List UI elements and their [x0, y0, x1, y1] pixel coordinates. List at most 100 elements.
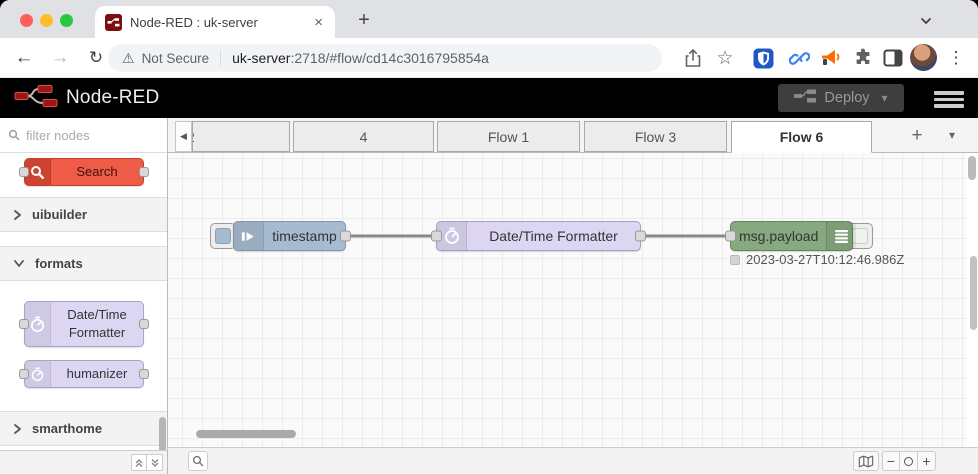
collapse-all-button[interactable] — [131, 454, 147, 471]
flow-tab-4[interactable]: 4 — [293, 121, 434, 152]
filter-search-icon — [8, 129, 20, 141]
palette-category-formats[interactable]: formats — [0, 246, 167, 281]
new-tab-button[interactable]: + — [358, 9, 370, 31]
inject-trigger-button[interactable] — [210, 223, 236, 249]
status-dot-icon — [730, 254, 740, 265]
app-title: Node-RED — [66, 87, 160, 108]
output-port[interactable] — [340, 230, 351, 242]
zoom-reset-button[interactable] — [900, 451, 918, 471]
link-extension-icon[interactable] — [786, 45, 812, 71]
flow-canvas[interactable]: timestamp Date/Time Formatter — [168, 153, 966, 447]
megaphone-extension-icon[interactable] — [818, 45, 844, 71]
palette-sidebar: Search uibuilder formats — [0, 118, 168, 474]
status-text: 2023-03-27T10:12:46.986Z — [746, 252, 905, 267]
inject-arrow-icon — [234, 222, 264, 250]
flow-tab-label: Flow 3 — [634, 128, 677, 145]
bookmark-star-icon[interactable]: ☆ — [716, 47, 734, 69]
node-red-header: Node-RED Deploy ▾ — [0, 78, 978, 118]
bitwarden-extension-icon[interactable] — [750, 45, 776, 71]
main-menu-icon[interactable] — [934, 88, 964, 111]
warning-icon: ⚠ — [122, 49, 135, 66]
palette-node-label: Date/Time Formatter — [67, 306, 127, 340]
flow-tabbar: ◀ 2 4 Flow 1 Flow 3 Flow 6 + ▾ — [168, 118, 978, 153]
timer-icon — [437, 222, 467, 250]
flow-tab-flow3[interactable]: Flow 3 — [584, 121, 727, 152]
category-label: smarthome — [32, 421, 103, 436]
node-label: msg.payload — [739, 228, 819, 244]
wires — [348, 234, 728, 238]
minimap-toggle-button[interactable] — [853, 451, 879, 471]
timer-icon — [25, 302, 51, 346]
palette-node-label: Search — [76, 163, 118, 179]
url-path: :2718/#flow/cd14c3016795854a — [290, 50, 489, 66]
flow-tab-partial[interactable]: 2 — [192, 121, 290, 152]
palette-category-smarthome[interactable]: smarthome — [0, 411, 167, 446]
chevron-right-icon — [14, 423, 21, 434]
share-icon[interactable] — [680, 45, 706, 71]
tab-close-icon[interactable]: × — [314, 13, 323, 31]
browser-menu-icon[interactable]: ⋮ — [947, 48, 965, 67]
flow-tab-flow6-active[interactable]: Flow 6 — [731, 121, 872, 153]
sidepanel-icon[interactable] — [880, 45, 906, 71]
input-port — [19, 369, 29, 379]
canvas-vertical-scrollbar[interactable] — [968, 156, 976, 180]
flow-list-caret-icon[interactable]: ▾ — [948, 128, 956, 142]
browser-toolbar: ← → ↻ ⚠ Not Secure uk-server:2718/#flow/… — [0, 38, 978, 78]
flow-tab-label: 2 — [193, 129, 195, 145]
node-red-favicon — [105, 13, 122, 31]
output-port[interactable] — [635, 230, 646, 242]
timer-icon — [25, 361, 51, 387]
address-bar[interactable]: ⚠ Not Secure uk-server:2718/#flow/cd14c3… — [108, 44, 662, 72]
zoom-reset-icon — [904, 456, 913, 466]
flow-tab-label: 4 — [359, 128, 368, 145]
tab-scroll-left-button[interactable]: ◀ — [175, 121, 192, 152]
flow-tab-flow1[interactable]: Flow 1 — [437, 121, 580, 152]
expand-all-button[interactable] — [147, 454, 163, 471]
node-inject-timestamp[interactable]: timestamp — [233, 221, 351, 251]
node-red-main: Search uibuilder formats — [0, 118, 978, 474]
macos-close-button[interactable] — [20, 14, 33, 27]
palette-node-datetime-formatter[interactable]: Date/Time Formatter — [19, 301, 149, 347]
output-port — [139, 167, 149, 177]
input-port[interactable] — [431, 230, 442, 242]
chevron-down-icon — [14, 260, 24, 267]
double-chevron-up-icon — [135, 458, 143, 467]
node-debug-msg-payload[interactable]: msg.payload — [725, 221, 857, 251]
deploy-button[interactable]: Deploy ▾ — [778, 84, 904, 112]
workspace: ◀ 2 4 Flow 1 Flow 3 Flow 6 + ▾ — [168, 118, 978, 474]
url-host: uk-server — [232, 50, 291, 66]
zoom-out-button[interactable]: − — [882, 451, 900, 471]
inject-button-inner — [215, 228, 231, 244]
back-icon[interactable]: ← — [14, 47, 34, 68]
search-icon — [192, 455, 204, 467]
extensions-puzzle-icon[interactable] — [850, 45, 876, 71]
browser-tab[interactable]: Node-RED : uk-server × — [95, 6, 335, 38]
chevron-right-icon — [14, 209, 21, 220]
search-node-icon — [25, 159, 51, 185]
forward-icon[interactable]: → — [50, 47, 70, 68]
security-label: Not Secure — [141, 50, 210, 66]
category-label: uibuilder — [32, 207, 87, 222]
canvas-search-button[interactable] — [188, 451, 208, 471]
browser-scrollbar[interactable] — [970, 256, 977, 330]
add-flow-button[interactable]: + — [911, 125, 923, 146]
palette-category-uibuilder[interactable]: uibuilder — [0, 197, 167, 232]
input-port — [19, 319, 29, 329]
palette-node-search[interactable]: Search — [19, 158, 149, 186]
palette-filter — [0, 118, 167, 153]
canvas-horizontal-scrollbar[interactable] — [196, 430, 296, 438]
macos-minimize-button[interactable] — [40, 14, 53, 27]
reload-icon[interactable]: ↻ — [88, 48, 104, 67]
input-port[interactable] — [725, 230, 736, 242]
palette-scrollbar[interactable] — [159, 417, 166, 450]
profile-avatar[interactable] — [910, 44, 937, 71]
node-datetime-formatter[interactable]: Date/Time Formatter — [431, 221, 646, 251]
deploy-caret-icon[interactable]: ▾ — [881, 91, 888, 105]
zoom-in-button[interactable]: + — [918, 451, 936, 471]
node-label: Date/Time Formatter — [489, 228, 618, 244]
tab-search-chevron-icon[interactable] — [919, 13, 933, 31]
palette-node-humanizer[interactable]: humanizer — [19, 360, 149, 388]
macos-maximize-button[interactable] — [60, 14, 73, 27]
output-port — [139, 369, 149, 379]
filter-nodes-input[interactable] — [26, 127, 159, 143]
